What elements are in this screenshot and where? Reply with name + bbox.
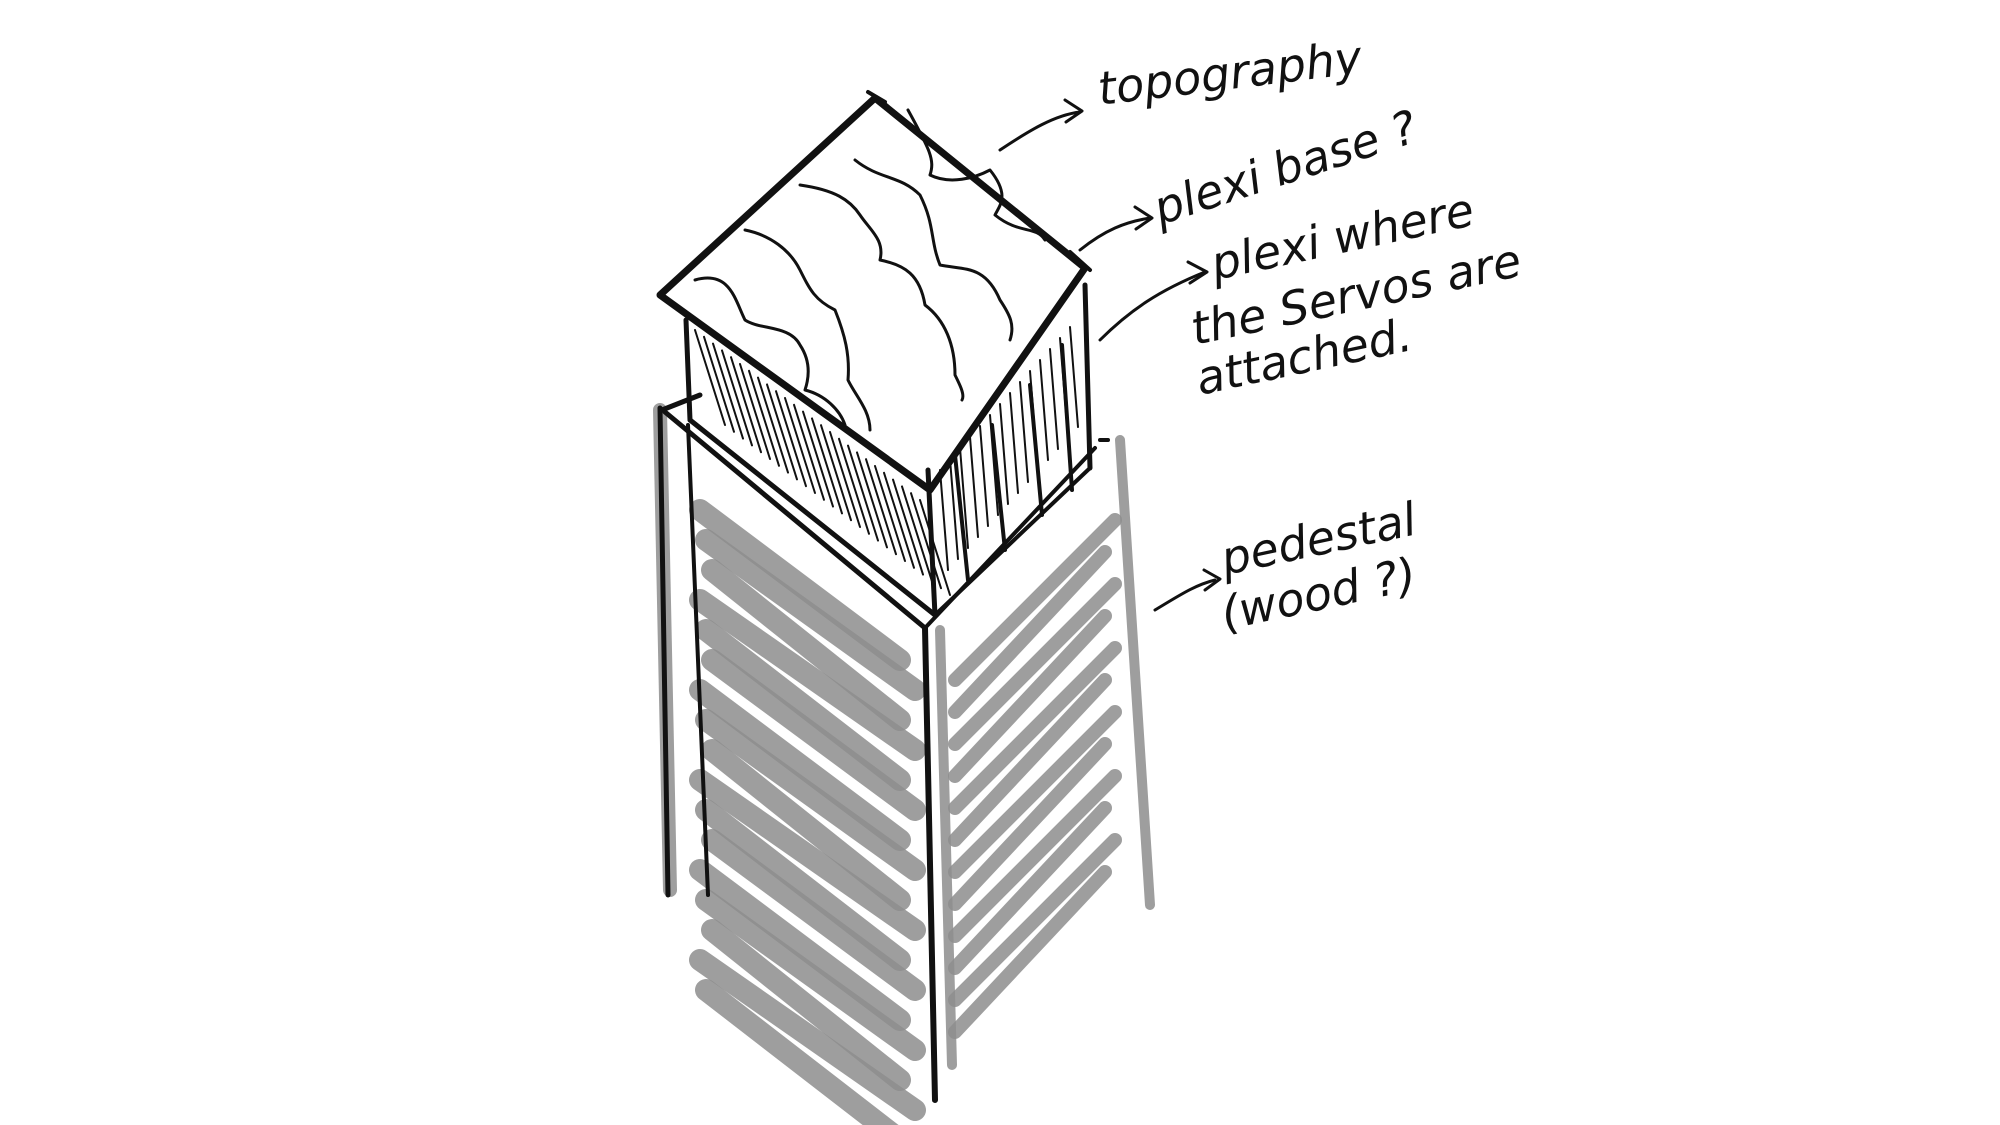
box-left-hatch-stroke xyxy=(866,459,896,554)
box-left-hatch-stroke xyxy=(830,432,860,527)
box-right-hatch-stroke xyxy=(940,470,948,570)
box-right-hatch-stroke xyxy=(1040,360,1048,460)
box-left-hatch-stroke xyxy=(857,452,887,547)
box-left-hatch-stroke xyxy=(812,418,842,513)
box-right-hatch-stroke xyxy=(970,437,978,537)
box-left-hatch-stroke xyxy=(722,350,752,445)
box-right-hatch-stroke xyxy=(1020,382,1028,482)
box-left-hatch-stroke xyxy=(911,493,941,588)
box-left-hatch-stroke xyxy=(821,425,851,520)
box-left-hatch-stroke xyxy=(704,337,734,432)
box-left-hatch-stroke xyxy=(884,473,914,568)
box-left-hatch-stroke xyxy=(767,384,797,479)
box-left-hatch-stroke xyxy=(740,364,770,459)
label-topography: topography xyxy=(1095,30,1366,116)
box-left-hatch-stroke xyxy=(731,357,761,452)
box-left-hatch-stroke xyxy=(713,344,743,439)
box-left-hatch-stroke xyxy=(794,405,824,500)
topography-plate xyxy=(660,92,1090,490)
annotation-labels: topography plexi base ? plexi where the … xyxy=(1095,30,1526,641)
box-right-hatch-stroke xyxy=(1050,349,1058,449)
box-right-hatch-stroke xyxy=(1010,393,1018,493)
box-right-hatch-stroke xyxy=(1070,327,1078,427)
box-left-hatch-stroke xyxy=(839,439,869,534)
box-right-hatch-stroke xyxy=(980,426,988,526)
box-left-hatch-stroke xyxy=(785,398,815,493)
box-left-hatch-stroke xyxy=(893,480,923,575)
box-left-hatch-stroke xyxy=(695,330,725,425)
box-left-hatch-stroke xyxy=(803,412,833,507)
box-left-hatch-stroke xyxy=(758,378,788,473)
box-left-hatch-stroke xyxy=(875,466,905,561)
box-left-hatch-stroke xyxy=(749,371,779,466)
box-right-hatch-stroke xyxy=(1000,404,1008,504)
box-right-hatch-stroke xyxy=(1030,371,1038,471)
box-left-hatch-stroke xyxy=(776,391,806,486)
box-left-hatch-stroke xyxy=(848,446,878,541)
